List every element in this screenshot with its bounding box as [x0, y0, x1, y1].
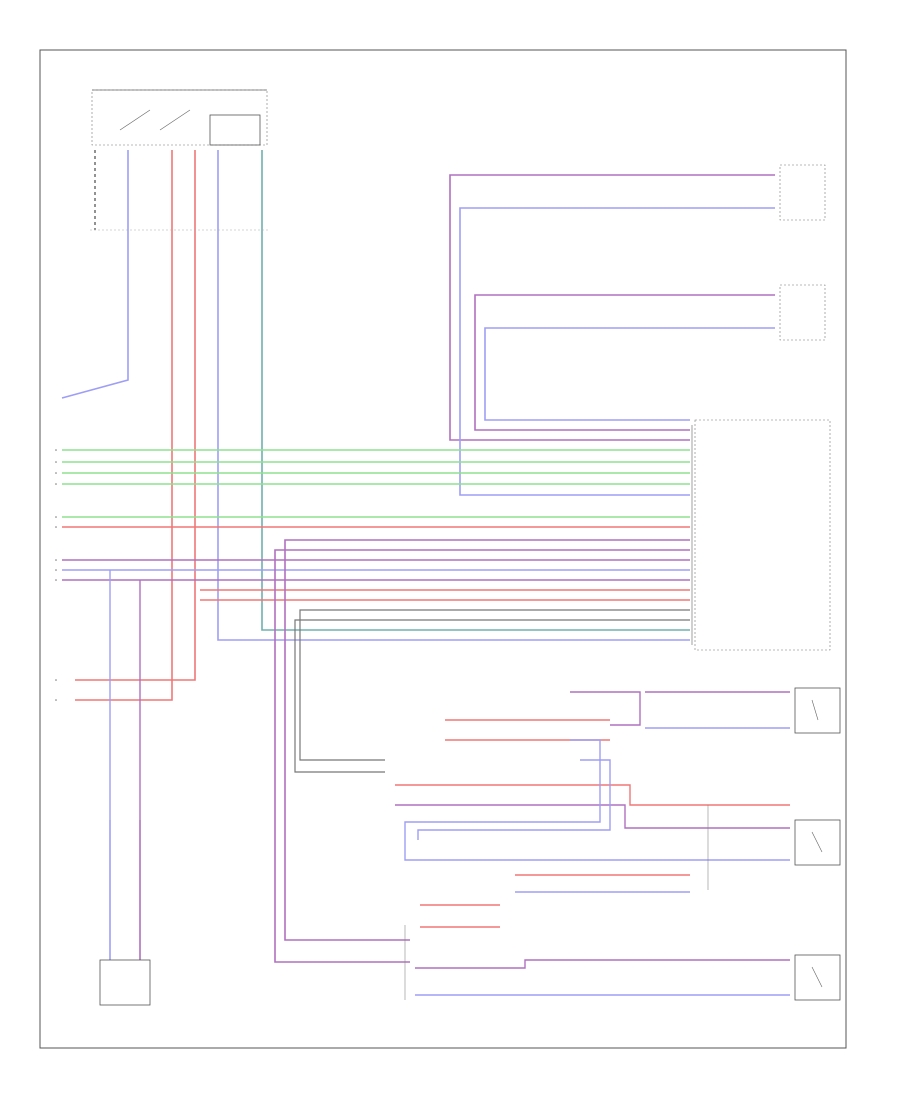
- module-connector: [691, 419, 831, 651]
- wire-red-2: [75, 150, 196, 681]
- wire-violet-3: [484, 327, 775, 421]
- wire-gray-2: [294, 619, 690, 773]
- left-edge-ticks: [55, 449, 57, 701]
- wire-violet-1: [61, 150, 129, 399]
- wire-purple-top: [449, 174, 775, 441]
- wire-purple-2: [474, 294, 775, 431]
- sensor-1: [779, 164, 826, 221]
- wire-red-1: [75, 150, 173, 701]
- wire-gray-1: [299, 609, 690, 761]
- sensor-2: [779, 284, 826, 341]
- wire-violet-2: [217, 150, 690, 641]
- diagram-frame: [39, 49, 847, 1049]
- wire-purple-down-1: [284, 539, 690, 941]
- right-sensors: [794, 687, 841, 1001]
- wire-purple-br: [415, 959, 790, 969]
- module-subbox: [209, 114, 261, 146]
- module-outline: [91, 89, 268, 146]
- sensor-3: [794, 687, 841, 734]
- wire-teal: [261, 150, 690, 631]
- right-module: [694, 419, 831, 651]
- wire-red-mr-3: [395, 784, 790, 806]
- bottom-left-component: [99, 959, 151, 1006]
- module-vertical-wires: [61, 150, 690, 701]
- wire-violet-top: [459, 207, 775, 496]
- wire-purple-down-2: [274, 549, 690, 963]
- wire-purple-mr-1: [570, 691, 641, 726]
- upper-right-wires: [449, 164, 826, 496]
- wire-purple-mr-2: [395, 804, 790, 829]
- lower-left-wires: [99, 570, 151, 1006]
- bus-wires: [62, 449, 690, 963]
- wire-violet-mr-1: [404, 739, 790, 861]
- lower-right-wires: [395, 691, 790, 1000]
- top-left-module: [91, 89, 268, 146]
- sensor-5: [794, 954, 841, 1001]
- sensor-4: [794, 819, 841, 866]
